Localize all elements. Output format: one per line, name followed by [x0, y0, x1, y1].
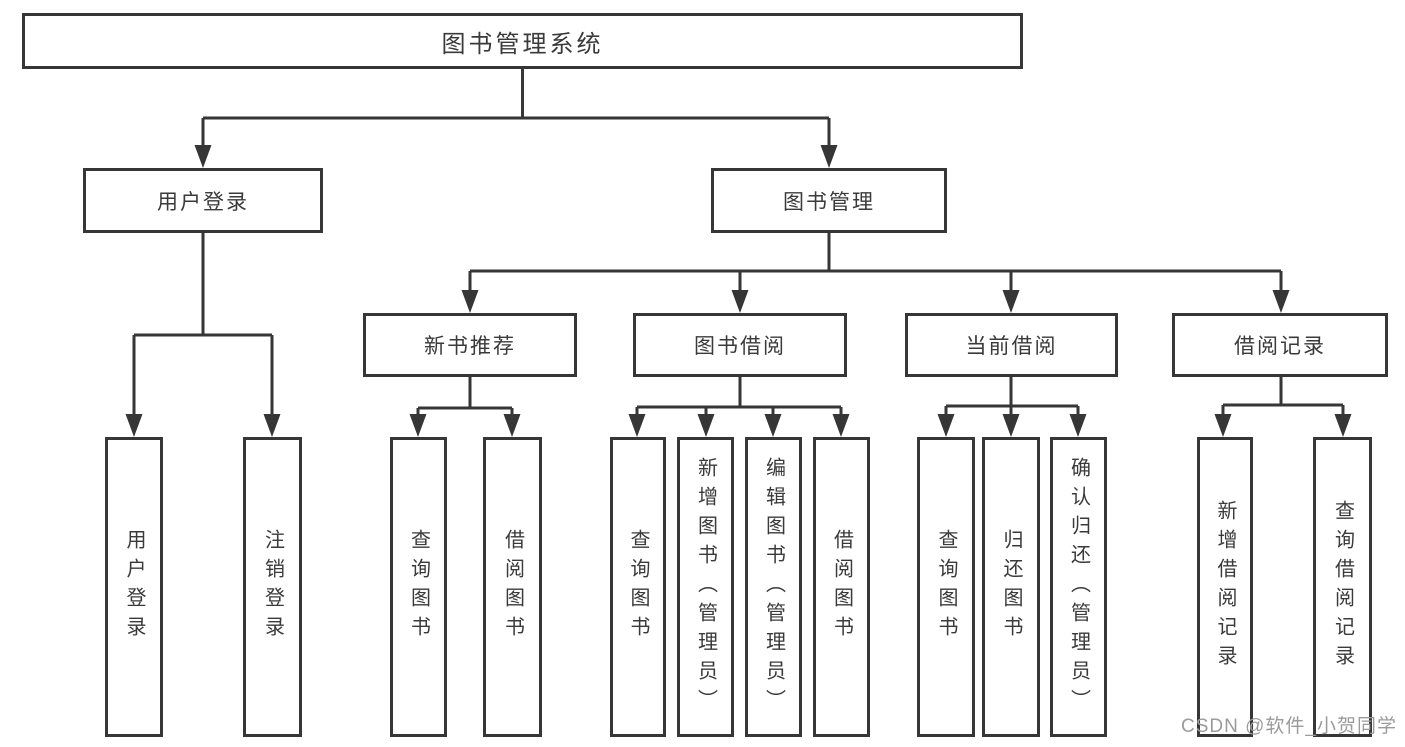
arrow-down-icon [1069, 414, 1087, 437]
node-label: 用户登录 [123, 529, 145, 645]
arrow-down-icon [1334, 414, 1352, 437]
leaf-return-books: 归还图书 [982, 437, 1040, 737]
leaf-confirm-return-admin: 确认归还（管理员） [1050, 437, 1107, 737]
arrowhead-icons [125, 145, 1352, 437]
node-label: 图书管理系统 [441, 30, 604, 58]
arrow-down-icon [125, 414, 143, 437]
connector-borrow-records-to-leaves [1221, 377, 1345, 415]
leaf-borrow-books: 借阅图书 [813, 437, 870, 737]
node-label: 新增借阅记录 [1214, 500, 1236, 674]
node-label: 编辑图书（管理员） [762, 456, 785, 718]
arrow-down-icon [820, 145, 838, 168]
leaf-logout: 注销登录 [243, 437, 302, 737]
node-current-borrowing: 当前借阅 [905, 313, 1118, 377]
arrow-down-icon [697, 414, 715, 437]
node-label: 图书借阅 [694, 335, 786, 358]
connector-book-management-to-level3 [468, 233, 1283, 291]
node-book-management: 图书管理 [711, 168, 947, 233]
node-user-login: 用户登录 [83, 168, 323, 233]
leaf-borrow-books: 借阅图书 [483, 437, 542, 737]
node-library-management-system: 图书管理系统 [22, 13, 1023, 69]
arrow-down-icon [461, 290, 479, 313]
leaf-edit-book-admin: 编辑图书（管理员） [745, 437, 802, 737]
node-label: 借阅图书 [830, 529, 853, 645]
node-label: 图书管理 [783, 190, 875, 214]
csdn-watermark: CSDN @软件_小贺同学 [1181, 716, 1397, 737]
leaf-add-book-admin: 新增图书（管理员） [677, 437, 734, 737]
node-label: 借阅记录 [1234, 335, 1326, 358]
node-label: 新书推荐 [424, 335, 516, 358]
arrow-down-icon [832, 414, 850, 437]
node-label: 查询图书 [407, 529, 430, 645]
node-borrowing-records: 借阅记录 [1172, 313, 1388, 377]
connector-current-borrow-to-leaves [944, 377, 1080, 415]
arrow-down-icon [503, 414, 521, 437]
arrow-down-icon [1272, 290, 1290, 313]
leaf-user-login: 用户登录 [105, 437, 163, 737]
node-label: 用户登录 [157, 190, 249, 214]
leaf-query-borrow-record: 查询借阅记录 [1313, 437, 1372, 737]
node-label: 查询图书 [935, 529, 957, 645]
arrow-down-icon [1214, 414, 1232, 437]
node-label: 归还图书 [1000, 529, 1022, 645]
node-label: 查询借阅记录 [1331, 500, 1354, 674]
node-label: 查询图书 [627, 529, 649, 645]
node-new-book-recommendation: 新书推荐 [363, 313, 577, 377]
arrow-down-icon [263, 414, 281, 437]
leaf-query-books: 查询图书 [917, 437, 975, 737]
arrow-down-icon [194, 145, 212, 168]
arrow-down-icon [409, 414, 427, 437]
leaf-query-books: 查询图书 [390, 437, 447, 737]
arrow-down-icon [937, 414, 955, 437]
node-book-borrowing: 图书借阅 [633, 313, 847, 377]
node-label: 新增图书（管理员） [694, 456, 717, 718]
arrow-down-icon [731, 290, 749, 313]
leaf-add-borrow-record: 新增借阅记录 [1197, 437, 1253, 737]
arrow-down-icon [1002, 290, 1020, 313]
node-label: 借阅图书 [501, 529, 524, 645]
connector-root-to-level2 [201, 68, 831, 146]
arrow-down-icon [628, 414, 646, 437]
arrow-down-icon [1002, 414, 1020, 437]
connector-new-book-to-leaves [416, 377, 514, 415]
leaf-query-books: 查询图书 [610, 437, 666, 737]
node-label: 确认归还（管理员） [1067, 456, 1090, 718]
connector-user-login-to-leaves [132, 233, 274, 415]
arrow-down-icon [764, 414, 782, 437]
node-label: 当前借阅 [965, 335, 1058, 358]
node-label: 注销登录 [261, 529, 284, 645]
connector-book-borrow-to-leaves [635, 377, 843, 415]
